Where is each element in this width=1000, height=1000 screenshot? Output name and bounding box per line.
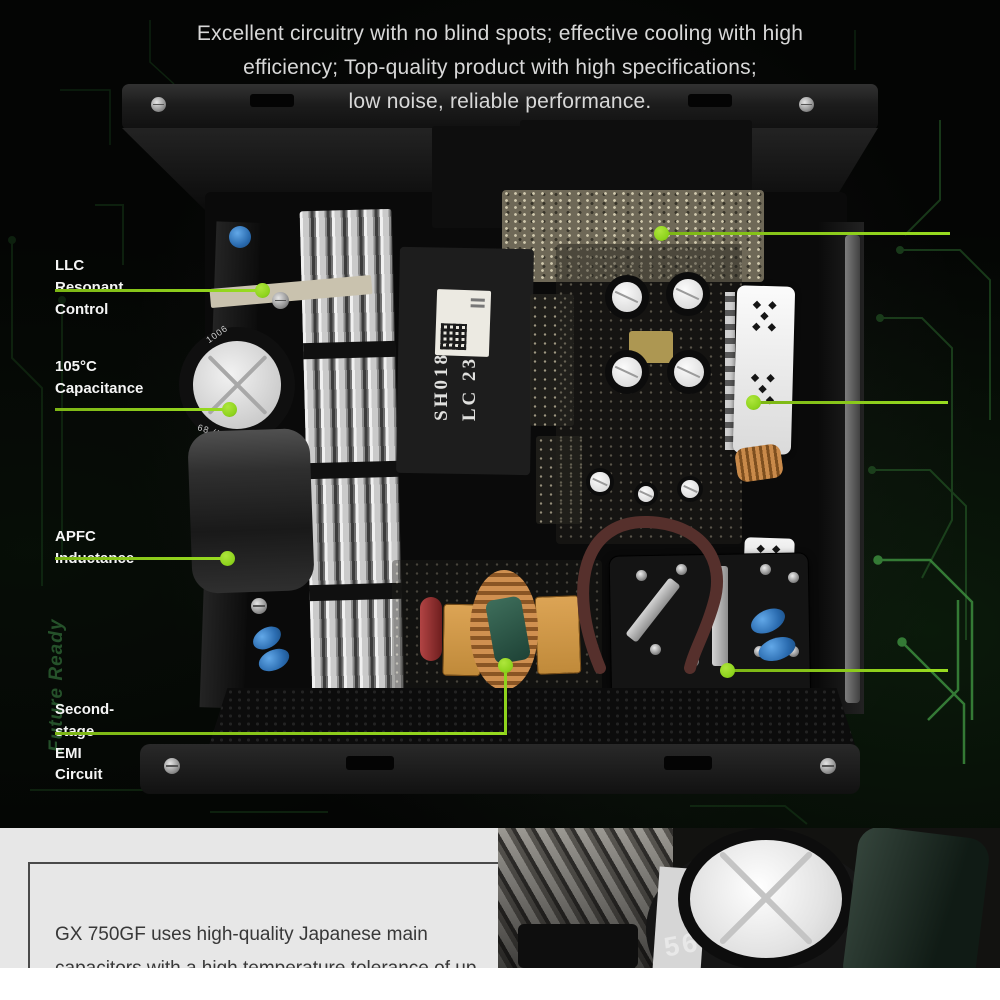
screw	[799, 97, 814, 112]
screw	[251, 598, 267, 614]
psu-top-case-bar	[122, 84, 878, 130]
solder-joint	[676, 564, 687, 575]
red-capacitor	[420, 597, 442, 661]
header-line-1: Excellent circuitry with no blind spots;…	[196, 22, 804, 45]
screw	[820, 758, 836, 774]
modular-backplane-pcb	[502, 190, 764, 282]
solder-joint	[760, 564, 771, 575]
screw	[151, 97, 166, 112]
callout-dot	[720, 663, 735, 678]
solder-joint	[788, 572, 799, 583]
case-vent-slot	[346, 756, 394, 770]
case-vent-slot	[664, 756, 712, 770]
blue-rubber-cap	[229, 226, 251, 248]
solder-joint	[636, 570, 647, 581]
callout-label: LLC Resonant Control	[55, 257, 124, 318]
capacitor-closeup-photo: CE 400V 560	[498, 828, 1000, 968]
bulk-capacitor-105c: 1006 68 (M)	[179, 323, 295, 443]
filter-capacitor	[666, 272, 710, 316]
callout-line	[55, 408, 223, 411]
filter-capacitor	[667, 350, 711, 394]
case-right-edge-highlight	[845, 235, 860, 703]
callout-label: Second-stage EMI Circuit	[55, 701, 115, 784]
callout-dot	[255, 283, 270, 298]
callout-dot	[222, 402, 237, 417]
callout-dot	[746, 395, 761, 410]
callout-line	[55, 732, 507, 735]
modular-connector-block	[520, 120, 752, 192]
callout-line	[504, 668, 507, 734]
green-capacitor-cylinder	[840, 828, 992, 968]
card-border	[28, 862, 498, 968]
screw	[272, 292, 289, 309]
solder-pin-strip	[530, 294, 574, 426]
callout-dot	[220, 551, 235, 566]
filter-capacitor	[677, 476, 703, 502]
case-vent-slot	[250, 94, 294, 107]
bottom-section: GX 750GF uses high-quality Japanese main…	[0, 828, 1000, 1000]
callout-dot	[654, 226, 669, 241]
card-text-line-2: capacitors with a high temperature toler…	[55, 958, 476, 968]
callout-line	[662, 232, 950, 235]
case-vent-slot	[688, 94, 732, 107]
callout-label: 105°C Capacitance	[55, 358, 144, 397]
solder-joint	[788, 646, 799, 657]
callout-label: APFC Inductance	[55, 528, 134, 567]
capacitor-vent-top	[193, 341, 281, 429]
filter-capacitor	[586, 468, 614, 496]
description-card: GX 750GF uses high-quality Japanese main…	[0, 828, 498, 968]
callout-line	[728, 669, 948, 672]
case-mesh-vent	[208, 688, 856, 748]
mount-bracket	[518, 924, 638, 968]
filter-capacitor	[605, 275, 649, 319]
screw	[164, 758, 180, 774]
callout-line	[55, 557, 221, 560]
callout-dot	[498, 658, 513, 673]
photo-capacitor-top	[678, 828, 854, 968]
connector-pins	[725, 292, 735, 450]
filter-capacitor	[605, 350, 649, 394]
solder-joint	[650, 644, 661, 655]
header-line-3: low noise, reliable performance.	[348, 90, 652, 113]
callout-line	[754, 401, 948, 404]
solder-pin-strip	[536, 436, 582, 524]
callout-line	[55, 289, 256, 292]
psu-bottom-case-bar	[140, 744, 860, 794]
header-line-2: efficiency; Top-quality product with hig…	[243, 56, 757, 79]
card-text-line-1: GX 750GF uses high-quality Japanese main	[55, 924, 428, 945]
filter-capacitor	[634, 482, 658, 506]
